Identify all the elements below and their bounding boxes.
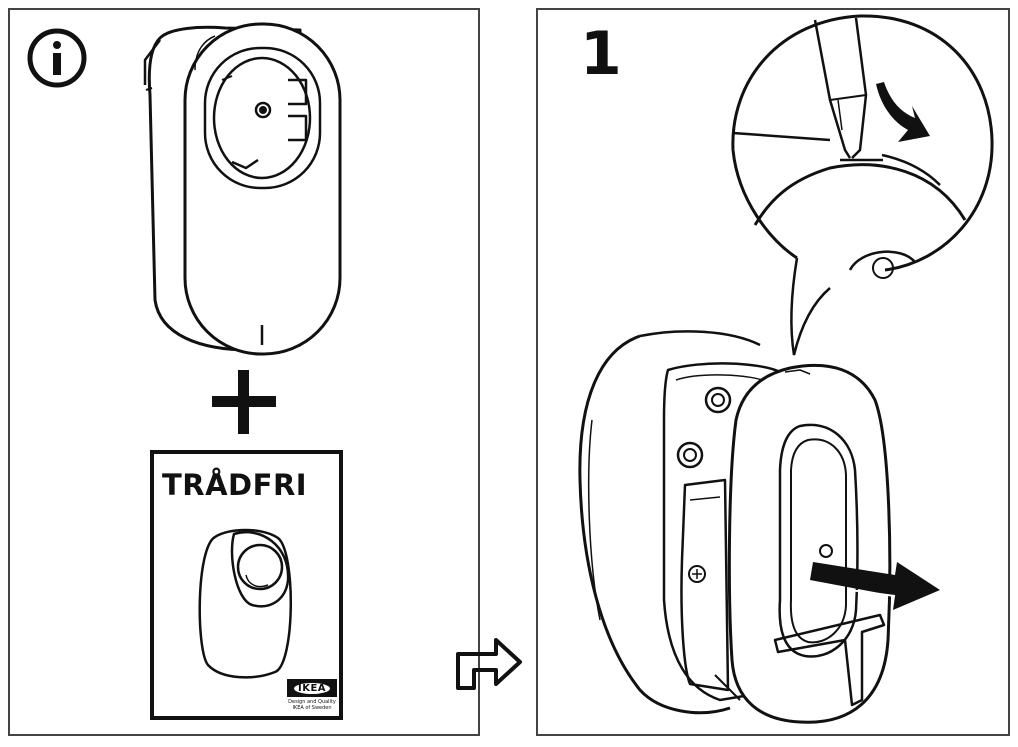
ikea-logo: IKEA (287, 679, 337, 697)
booklet-illustration (150, 450, 343, 720)
ikea-tagline-1: Design and Quality (288, 699, 336, 705)
info-icon (27, 28, 87, 88)
plus-icon (212, 370, 276, 434)
smart-plug-illustration (143, 22, 342, 356)
booklet-title: TRÅDFRI (162, 468, 308, 502)
ikea-tagline-2: IKEA of Sweden (292, 705, 332, 711)
step-number: 1 (580, 19, 622, 89)
curved-arrow-icon (876, 82, 930, 142)
ikea-tagline: Design and Quality IKEA of Sweden (276, 699, 348, 711)
ikea-logo-text: IKEA (293, 682, 331, 694)
zoom-detail-illustration (731, 14, 994, 356)
remote-backplate-illustration (578, 330, 892, 724)
pull-arrow-icon (810, 562, 940, 610)
turn-arrow-icon (456, 638, 522, 690)
